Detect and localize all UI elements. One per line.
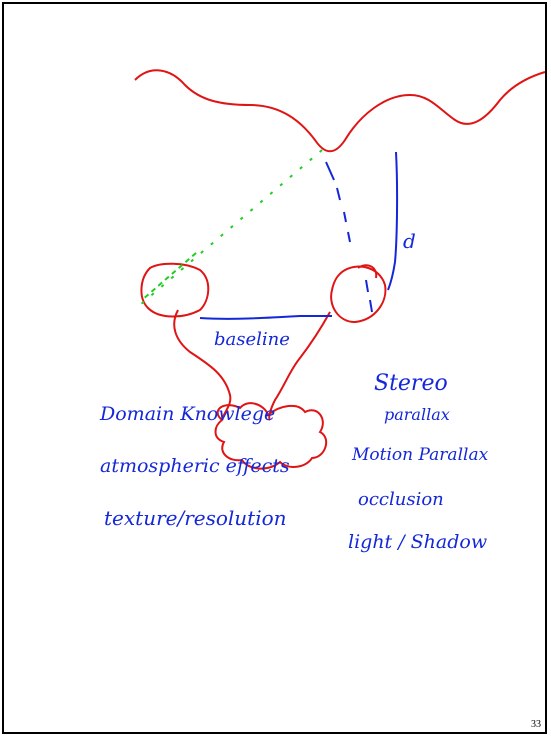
cue-atmospheric-effects: atmospheric effects xyxy=(100,455,290,477)
cue-motion-parallax: Motion Parallax xyxy=(351,445,489,465)
brain xyxy=(214,402,328,470)
cue-texture-resolution: texture/resolution xyxy=(104,506,287,530)
baseline-label: baseline xyxy=(214,329,290,350)
cue-domain-knowledge: Domain Knowlege xyxy=(99,403,275,425)
page-number: 33 xyxy=(531,719,541,730)
baseline-line xyxy=(199,314,332,320)
distance-label: d xyxy=(403,229,416,253)
distance-line xyxy=(387,151,399,291)
cue-light-shadow: light / Shadow xyxy=(348,531,487,553)
right-sightline xyxy=(325,161,373,313)
cue-occlusion: occlusion xyxy=(358,489,444,510)
cue-parallax: parallax xyxy=(384,405,450,424)
left-sightline-inner xyxy=(141,252,197,301)
surface-curve xyxy=(134,69,546,153)
cue-stereo: Stereo xyxy=(374,371,448,396)
left-eye xyxy=(140,262,210,318)
right-eye xyxy=(330,265,387,324)
left-sightline xyxy=(139,149,323,306)
right-eye-lid xyxy=(357,264,378,279)
